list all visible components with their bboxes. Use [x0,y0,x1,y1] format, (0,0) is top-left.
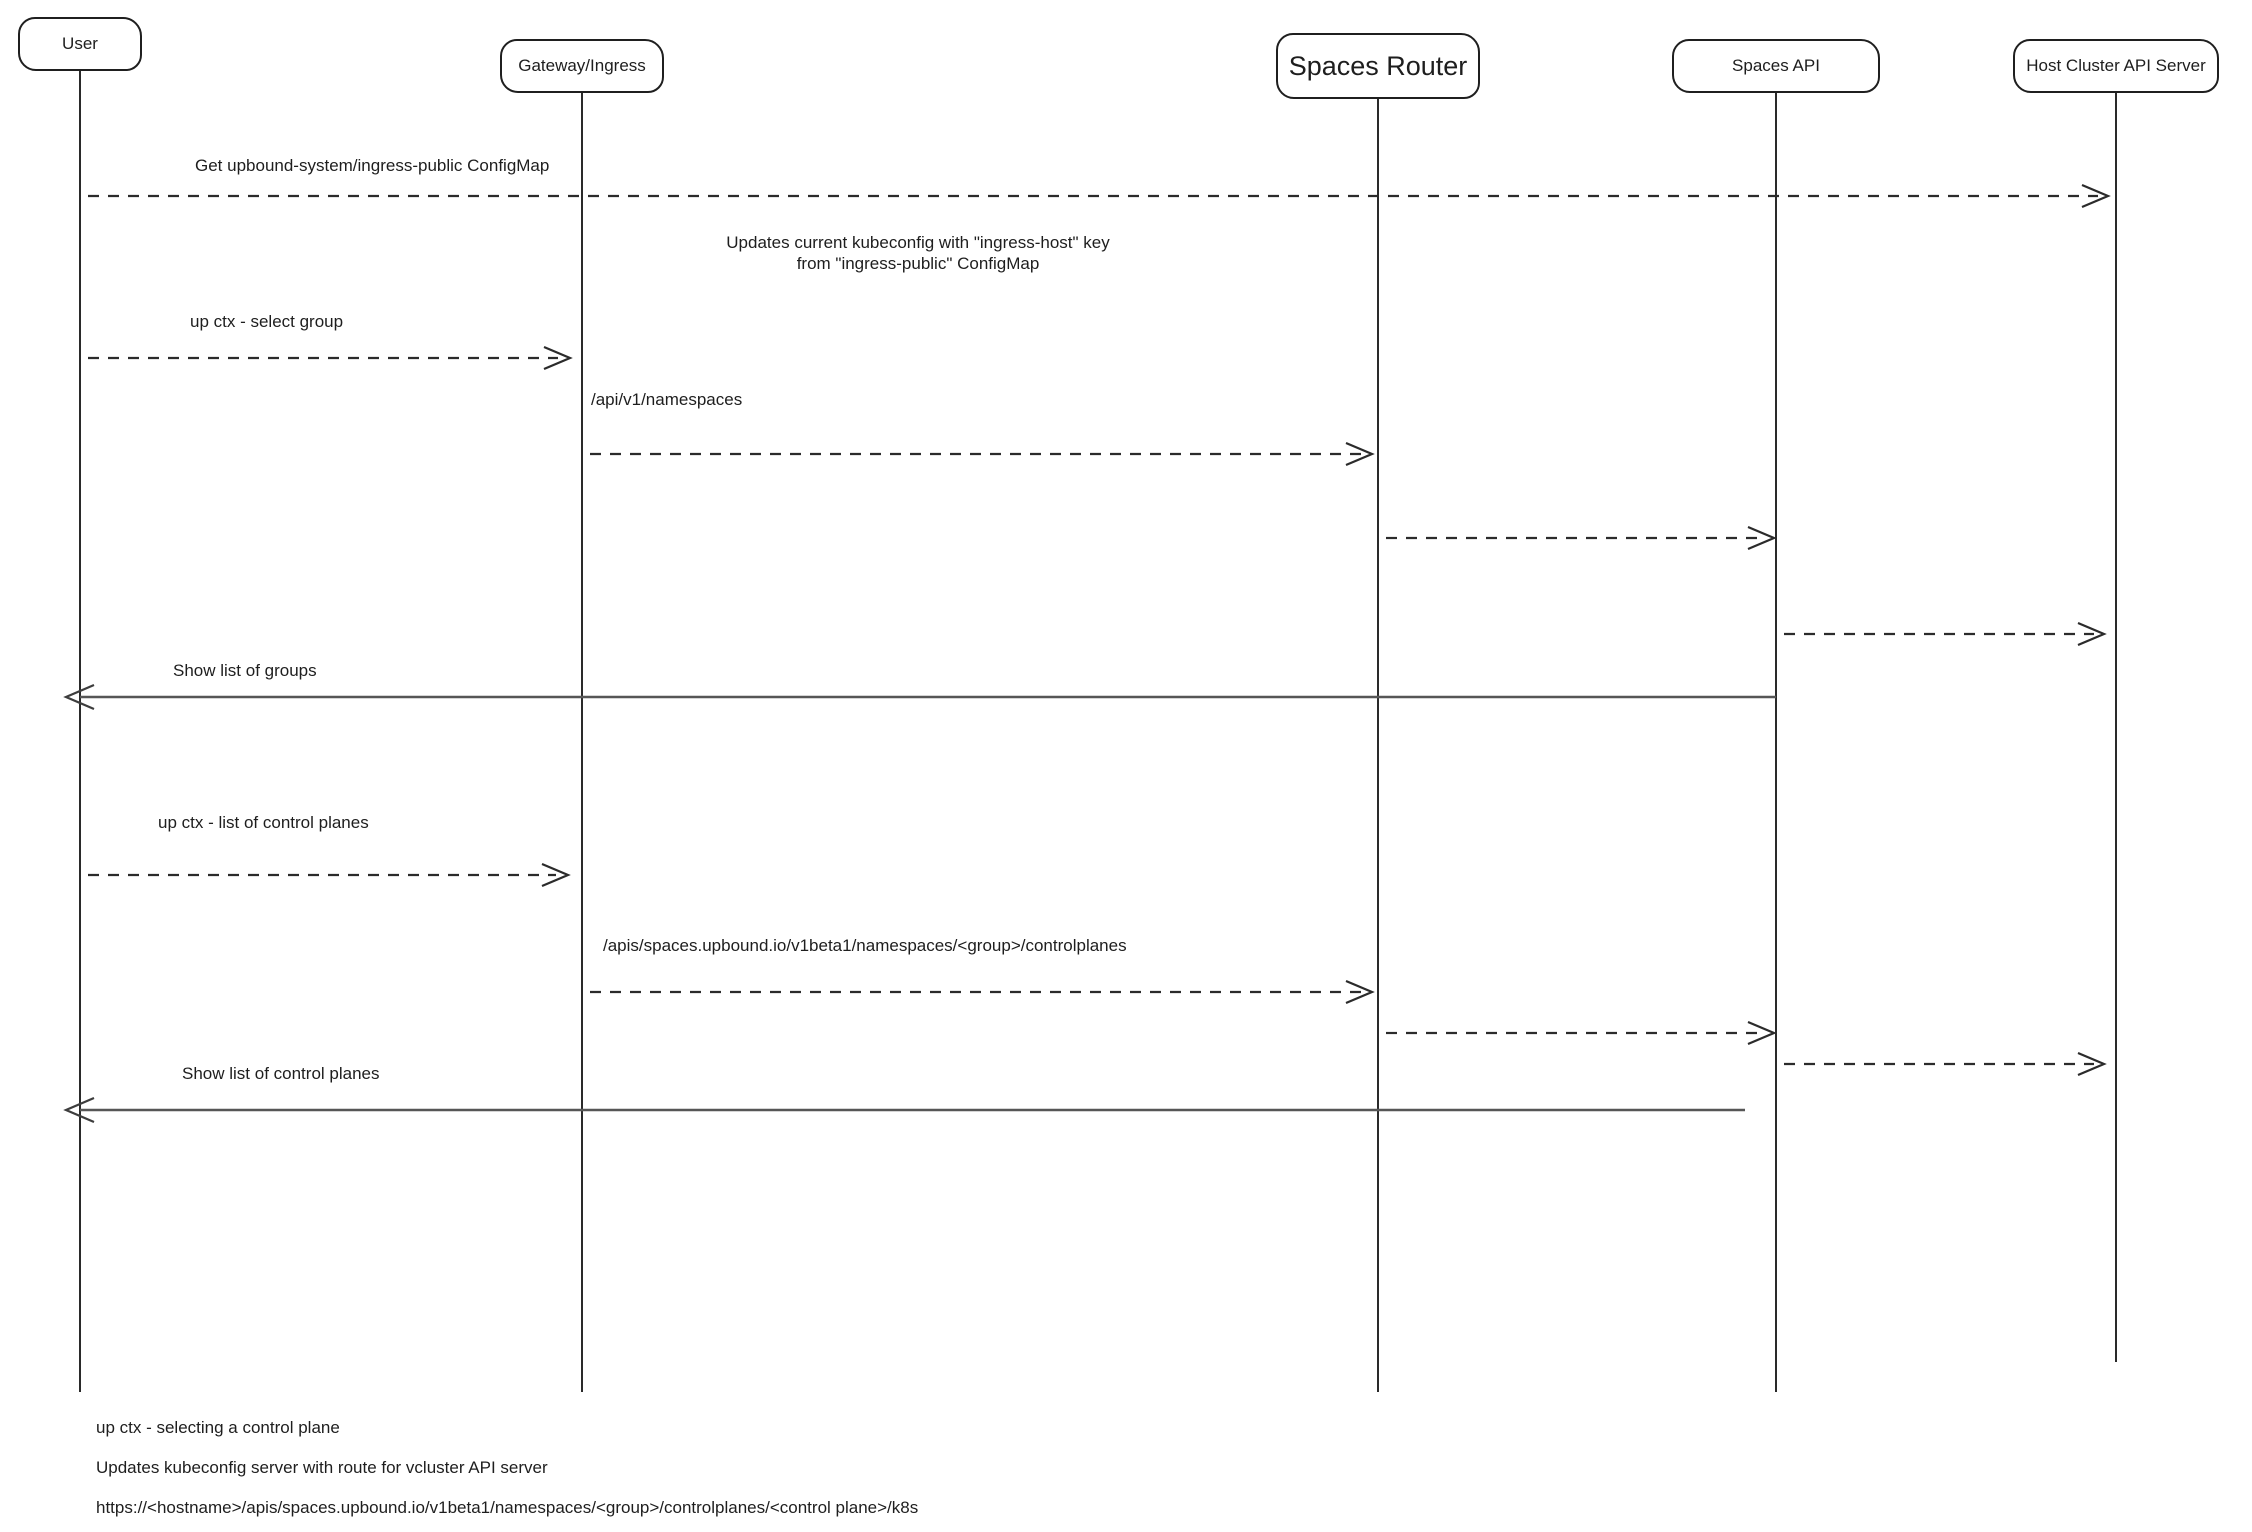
arrow-get-configmap [88,183,2111,209]
actor-host-cluster-api-server: Host Cluster API Server [2013,39,2219,93]
arrow-show-list-of-groups [63,683,1776,711]
message-label-show-list-of-control-planes: Show list of control planes [182,1064,380,1083]
arrow-show-list-of-control-planes [63,1096,1745,1124]
actor-spaces-api: Spaces API [1672,39,1880,93]
arrow-router-to-api-1 [1386,525,1777,551]
note-updates-kubeconfig: Updates current kubeconfig with "ingress… [726,233,1110,273]
message-label-api-v1-namespaces: /api/v1/namespaces [591,390,743,409]
message-label-show-list-of-groups: Show list of groups [173,661,317,680]
actor-spaces-api-label: Spaces API [1732,56,1820,75]
arrow-apis-controlplanes [590,979,1375,1005]
arrow-up-ctx-list-control-planes [88,862,571,888]
footnote-up-ctx-selecting-control-plane: up ctx - selecting a control plane [96,1418,340,1437]
message-label-up-ctx-select-group: up ctx - select group [190,312,344,331]
arrow-api-to-host-1 [1784,621,2107,647]
message-label-apis-controlplanes: /apis/spaces.upbound.io/v1beta1/namespac… [603,936,1127,955]
actor-spaces-router-label: Spaces Router [1288,50,1468,81]
actor-user-label: User [62,34,98,53]
arrow-api-to-host-2 [1784,1051,2107,1077]
footnote-vcluster-url: https://<hostname>/apis/spaces.upbound.i… [96,1498,919,1517]
actor-gateway-ingress-label: Gateway/Ingress [518,56,646,75]
arrow-router-to-api-2 [1386,1020,1777,1046]
message-label-get-configmap: Get upbound-system/ingress-public Config… [195,156,550,175]
footnote-updates-kubeconfig-server: Updates kubeconfig server with route for… [96,1458,548,1477]
actor-host-cluster-api-server-label: Host Cluster API Server [2026,56,2206,75]
actor-gateway-ingress: Gateway/Ingress [500,39,664,93]
arrow-api-v1-namespaces [590,441,1375,467]
actor-spaces-router: Spaces Router [1276,33,1480,99]
message-label-up-ctx-list-control-planes: up ctx - list of control planes [158,813,369,832]
arrow-up-ctx-select-group [88,345,573,371]
actor-user: User [18,17,142,71]
